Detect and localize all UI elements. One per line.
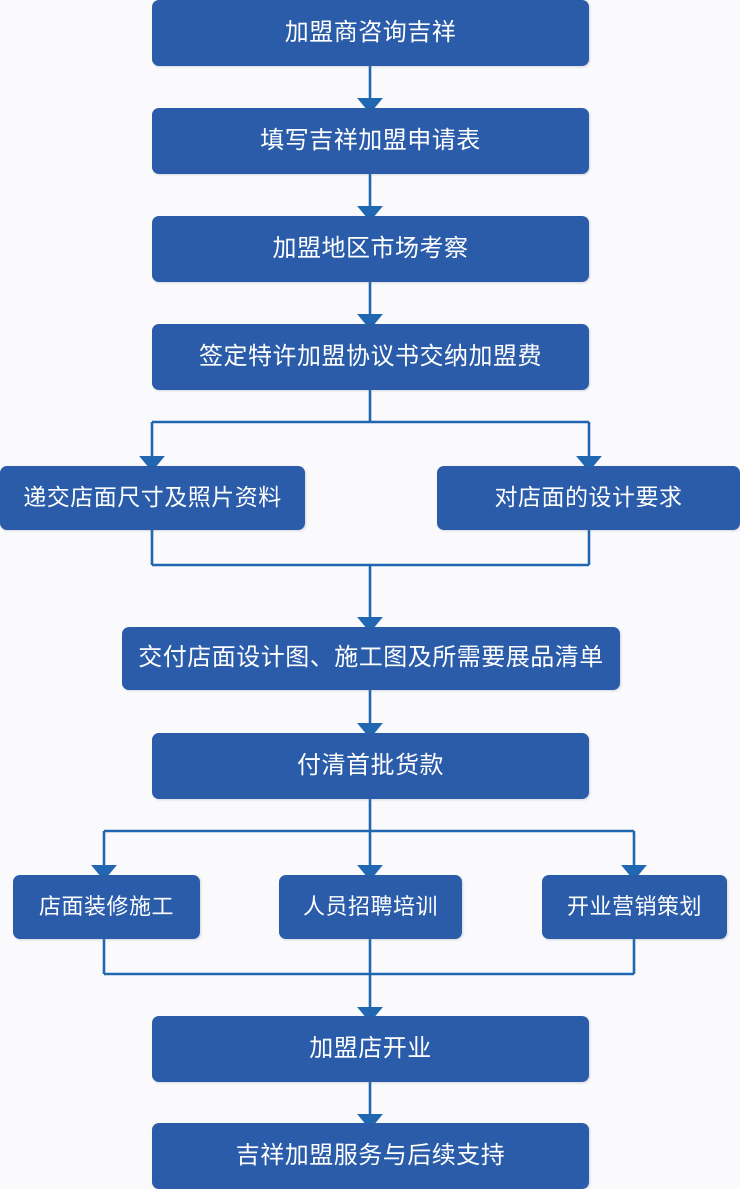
node-sign-agreement-pay-fee[interactable]: 签定特许加盟协议书交纳加盟费 [152, 324, 589, 390]
node-label: 付清首批货款 [297, 751, 444, 779]
node-pay-first-batch[interactable]: 付清首批货款 [152, 733, 589, 799]
node-fill-application-form[interactable]: 填写吉祥加盟申请表 [152, 108, 589, 174]
node-store-design-requirements[interactable]: 对店面的设计要求 [437, 466, 740, 530]
node-label: 店面装修施工 [38, 893, 174, 919]
node-opening-marketing-plan[interactable]: 开业营销策划 [542, 875, 727, 939]
node-label: 加盟店开业 [309, 1034, 432, 1062]
node-label: 加盟地区市场考察 [272, 234, 469, 262]
node-staff-recruitment-training[interactable]: 人员招聘培训 [279, 875, 462, 939]
node-deliver-design-drawings[interactable]: 交付店面设计图、施工图及所需要展品清单 [122, 627, 620, 690]
node-after-sales-support[interactable]: 吉祥加盟服务与后续支持 [152, 1123, 589, 1189]
node-label: 签定特许加盟协议书交纳加盟费 [199, 342, 542, 370]
node-label: 递交店面尺寸及照片资料 [23, 484, 282, 511]
node-label: 对店面的设计要求 [494, 484, 683, 511]
node-label: 填写吉祥加盟申请表 [260, 126, 481, 154]
node-label: 人员招聘培训 [302, 893, 438, 919]
node-label: 吉祥加盟服务与后续支持 [235, 1141, 506, 1169]
node-submit-store-photos[interactable]: 递交店面尺寸及照片资料 [0, 466, 305, 530]
node-consult-franchise[interactable]: 加盟商咨询吉祥 [152, 0, 589, 66]
node-store-opening[interactable]: 加盟店开业 [152, 1016, 589, 1082]
node-label: 加盟商咨询吉祥 [284, 18, 457, 46]
node-label: 交付店面设计图、施工图及所需要展品清单 [138, 644, 604, 672]
node-market-survey[interactable]: 加盟地区市场考察 [152, 216, 589, 282]
node-store-renovation[interactable]: 店面装修施工 [13, 875, 200, 939]
node-label: 开业营销策划 [566, 893, 702, 919]
